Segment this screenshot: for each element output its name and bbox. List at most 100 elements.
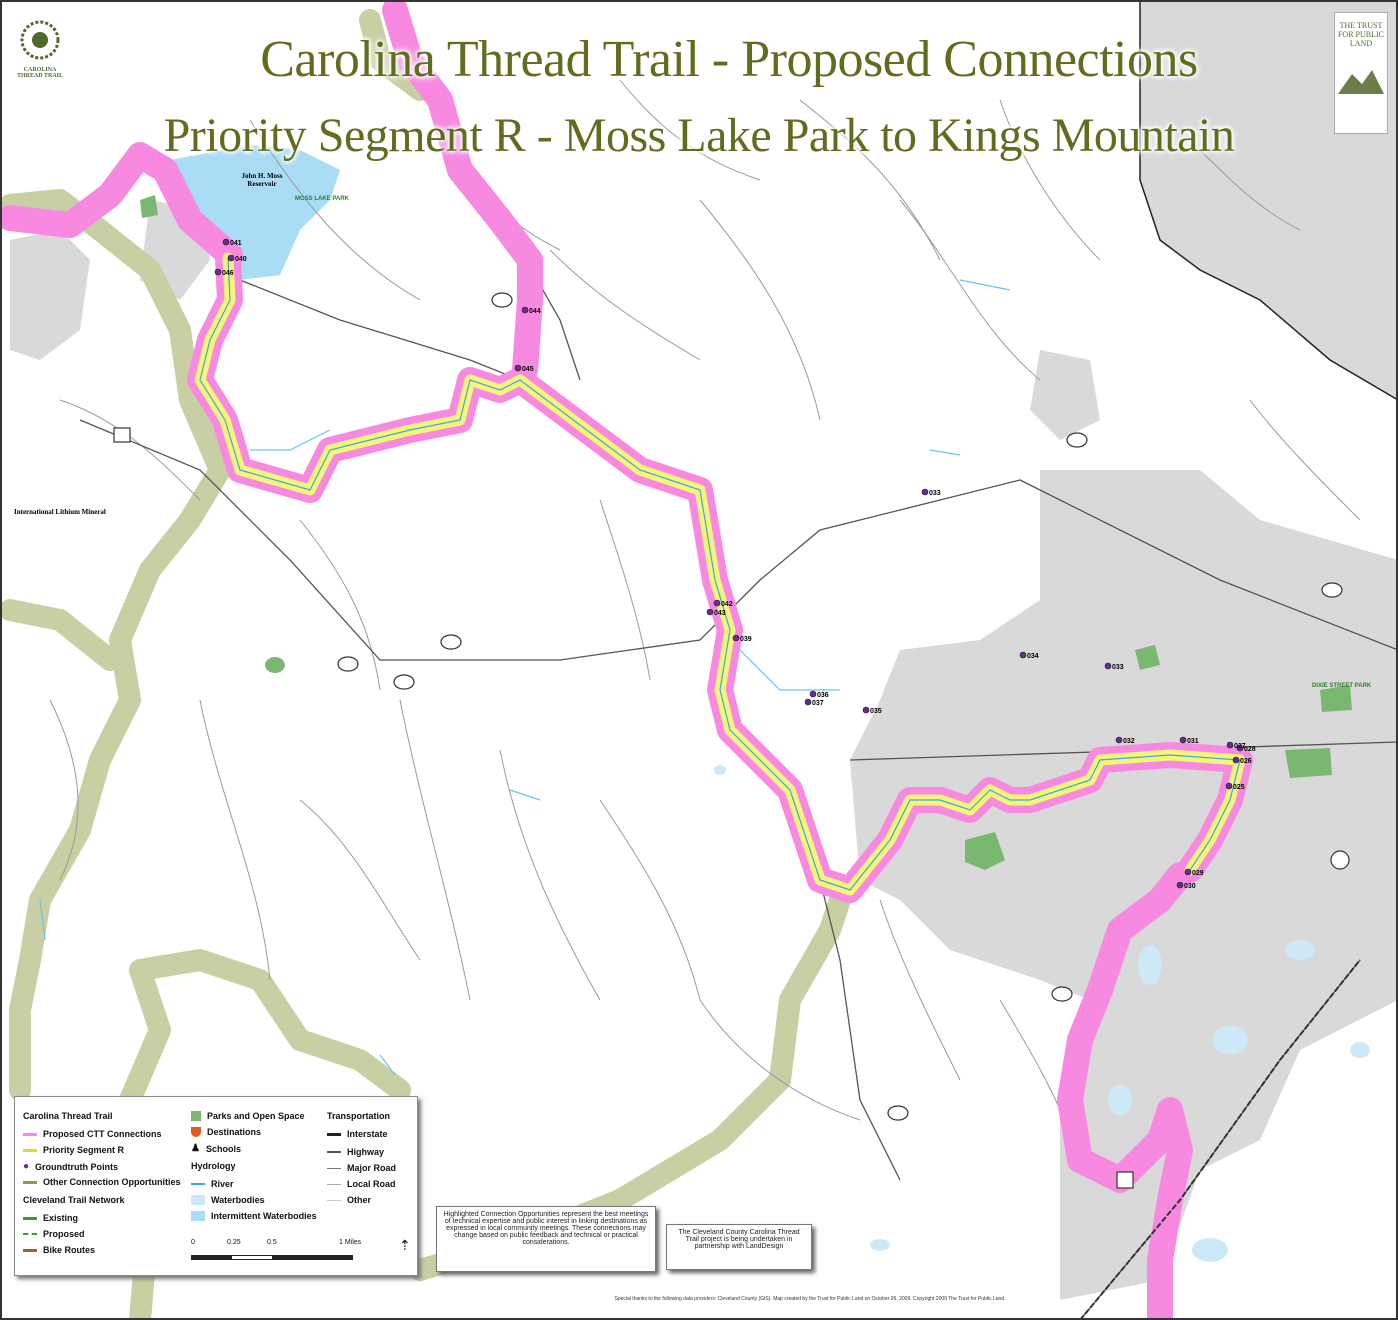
legend-item: Other Connection Opportunities [23, 1177, 181, 1187]
intermittent-waterbodies [714, 765, 1370, 1262]
legend-item: Highway [327, 1147, 384, 1157]
note-text: Highlighted Connection Opportunities rep… [443, 1211, 649, 1246]
parks [140, 195, 1352, 870]
legend-item: Destinations [191, 1127, 261, 1137]
mineral-label: International Lithium Mineral [14, 508, 106, 516]
legend-item: Bike Routes [23, 1245, 95, 1255]
legend-label: Other [347, 1195, 372, 1205]
mountain-icon [1338, 70, 1384, 94]
legend-label: Proposed [43, 1229, 85, 1239]
dixie-park-label: DIXIE STREET PARK [1312, 683, 1372, 689]
legend-item: Local Road [327, 1179, 396, 1189]
school-icon: ♟ [191, 1143, 200, 1154]
other-road-swatch [327, 1199, 341, 1201]
legend-label: Highway [347, 1147, 385, 1157]
legend-label: Priority Segment R [43, 1145, 125, 1155]
legend-item: Other [327, 1195, 371, 1205]
dash-swatch [23, 1233, 37, 1235]
pink-swatch [23, 1132, 37, 1136]
highway-shields [113, 292, 1350, 1189]
destination-icon [191, 1127, 201, 1137]
groundtruth-label: 035 [870, 708, 882, 715]
legend-label: Local Road [347, 1179, 396, 1189]
ctt-logo: CAROLINA THREAD TRAIL [14, 18, 66, 128]
groundtruth-label: 046 [222, 270, 234, 277]
groundtruth-label: 029 [1192, 870, 1204, 877]
legend-item: Priority Segment R [23, 1145, 124, 1155]
ctt-logo-icon [20, 20, 60, 60]
groundtruth-points [214, 238, 1244, 889]
legend: Carolina Thread Trail Proposed CTT Conne… [14, 1096, 418, 1276]
legend-label: River [211, 1179, 234, 1189]
highway-swatch [327, 1151, 341, 1153]
note-partnership: The Cleveland County Carolina Thread Tra… [666, 1224, 812, 1270]
groundtruth-label: 041 [230, 240, 242, 247]
groundtruth-label: 039 [740, 636, 752, 643]
legend-label: Major Road [347, 1163, 397, 1173]
rivers [39, 279, 1011, 1076]
legend-ctn-heading: Cleveland Trail Network [23, 1195, 125, 1205]
major-road-swatch [327, 1167, 341, 1169]
legend-label: Existing [43, 1213, 79, 1223]
groundtruth-label: 036 [817, 692, 829, 699]
legend-label: Intermittent Waterbodies [211, 1211, 317, 1221]
legend-item: Major Road [327, 1163, 396, 1173]
groundtruth-label: 033 [1112, 664, 1124, 671]
groundtruth-label: 033 [929, 490, 941, 497]
legend-label: Parks and Open Space [207, 1111, 305, 1121]
legend-item: Parks and Open Space [191, 1111, 305, 1121]
groundtruth-label: 045 [522, 366, 534, 373]
legend-item: ● Groundtruth Points [23, 1161, 118, 1172]
river-swatch [191, 1183, 205, 1185]
groundtruth-label: 028 [1244, 746, 1256, 753]
legend-item: Waterbodies [191, 1195, 265, 1205]
yellow-swatch [23, 1148, 37, 1152]
legend-label: Bike Routes [43, 1245, 96, 1255]
groundtruth-label: 027 [1234, 743, 1246, 750]
legend-item: Interstate [327, 1129, 388, 1139]
ctt-logo-text: CAROLINA THREAD TRAIL [16, 67, 64, 79]
groundtruth-label: 034 [1027, 653, 1039, 660]
legend-label: Schools [205, 1143, 241, 1154]
tpl-logo-text: THE TRUST FOR PUBLIC LAND [1337, 21, 1384, 48]
note-connection-opportunities: Highlighted Connection Opportunities rep… [436, 1206, 656, 1272]
legend-item: Proposed CTT Connections [23, 1129, 162, 1139]
map-title-line2: Priority Segment R - Moss Lake Park to K… [163, 109, 1235, 162]
legend-hydro-heading: Hydrology [191, 1161, 236, 1171]
urban-areas [10, 0, 1398, 1300]
moss-lake-park-label: MOSS LAKE PARK [295, 196, 349, 202]
scale-bar: 0 0.25 0.5 1 Miles [191, 1237, 361, 1265]
scale-label: 0.5 [267, 1239, 277, 1246]
legend-label: Proposed CTT Connections [43, 1129, 162, 1139]
scale-label: 1 Miles [339, 1239, 362, 1246]
local-road-swatch [327, 1183, 341, 1185]
north-arrow-icon: ⇡ [399, 1237, 411, 1253]
groundtruth-label: 044 [529, 308, 541, 315]
legend-ctt-heading: Carolina Thread Trail [23, 1111, 113, 1121]
legend-label: Destinations [207, 1127, 262, 1137]
local-roads [49, 79, 1361, 1161]
note-text: The Cleveland County Carolina Thread Tra… [678, 1229, 800, 1250]
park-swatch [191, 1111, 201, 1121]
legend-item: ♟ Schools [191, 1143, 241, 1154]
credits: Special thanks to the following data pro… [614, 1296, 1006, 1302]
moss-reservoir [170, 145, 340, 280]
legend-item: Proposed [23, 1229, 85, 1239]
reservoir-label: John H. Moss Reservoir [241, 172, 283, 188]
brown-swatch [23, 1248, 37, 1252]
legend-label: Groundtruth Points [35, 1161, 119, 1172]
groundtruth-label: 037 [812, 700, 824, 707]
map-title-line1: Carolina Thread Trail - Proposed Connect… [260, 31, 1198, 88]
scale-label: 0 [191, 1239, 195, 1246]
groundtruth-label: 042 [721, 601, 733, 608]
legend-item: Existing [23, 1213, 78, 1223]
groundtruth-label: 026 [1240, 758, 1252, 765]
groundtruth-label: 043 [714, 610, 726, 617]
legend-label: Interstate [347, 1129, 388, 1139]
legend-label: Waterbodies [211, 1195, 265, 1205]
groundtruth-label: 032 [1123, 738, 1135, 745]
groundtruth-label: 040 [235, 256, 247, 263]
scale-label: 0.25 [227, 1239, 241, 1246]
olive-swatch [23, 1180, 37, 1184]
point-icon: ● [23, 1161, 30, 1172]
